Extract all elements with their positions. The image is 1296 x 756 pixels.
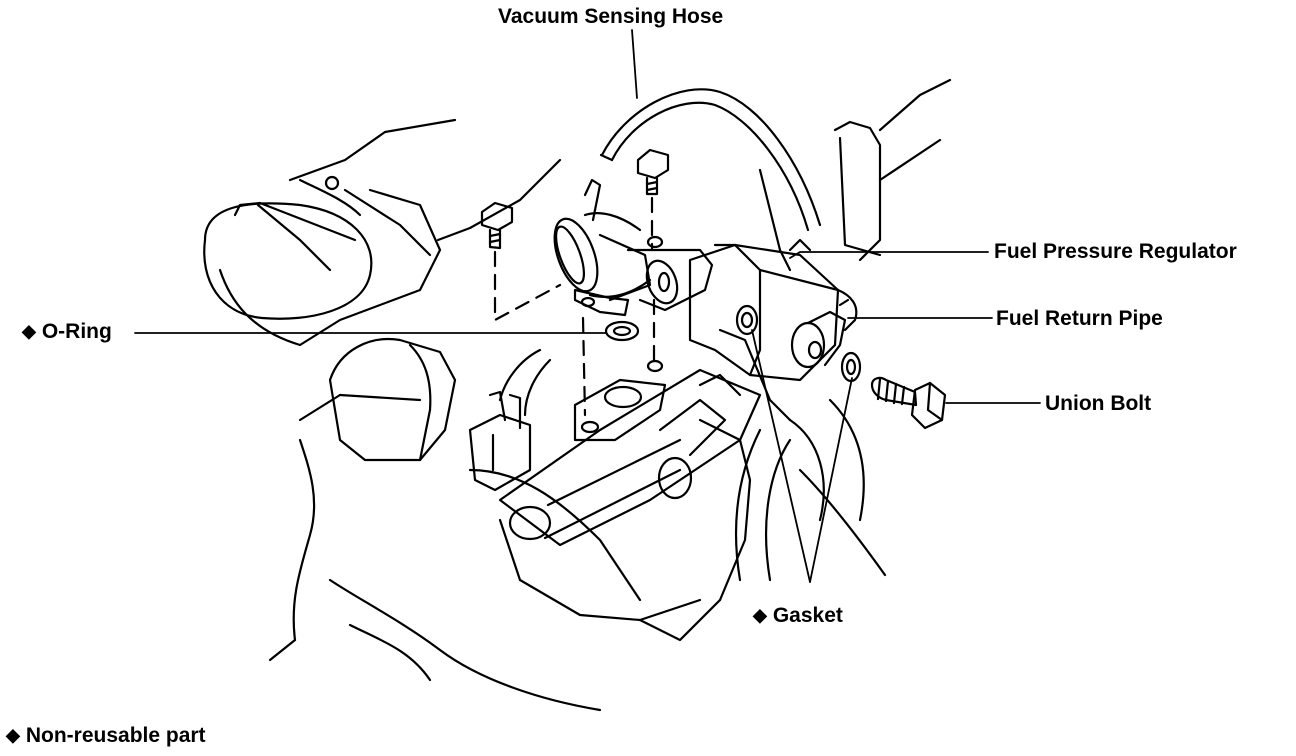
label-o-ring: ◆O-Ring [22,320,112,343]
bolts-drawing [482,150,945,428]
regulator-drawing [546,180,712,315]
diamond-icon: ◆ [22,321,36,341]
diamond-icon: ◆ [6,725,20,745]
label-union-bolt: Union Bolt [1045,392,1152,415]
label-fuel-pressure-regulator: Fuel Pressure Regulator [994,240,1237,263]
legend-non-reusable-part: ◆Non-reusable part [6,724,206,747]
label-gasket: ◆Gasket [753,604,843,627]
return-block-drawing [690,240,856,380]
assembly-lines [495,198,654,415]
engine-body [204,80,950,710]
delivery-pipe-drawing [470,350,760,545]
label-vacuum-sensing-hose: Vacuum Sensing Hose [498,5,724,28]
label-fuel-return-pipe: Fuel Return Pipe [996,307,1163,330]
vacuum-hose-drawing [601,89,820,230]
leader-lines [135,30,1040,582]
diamond-icon: ◆ [753,605,767,625]
